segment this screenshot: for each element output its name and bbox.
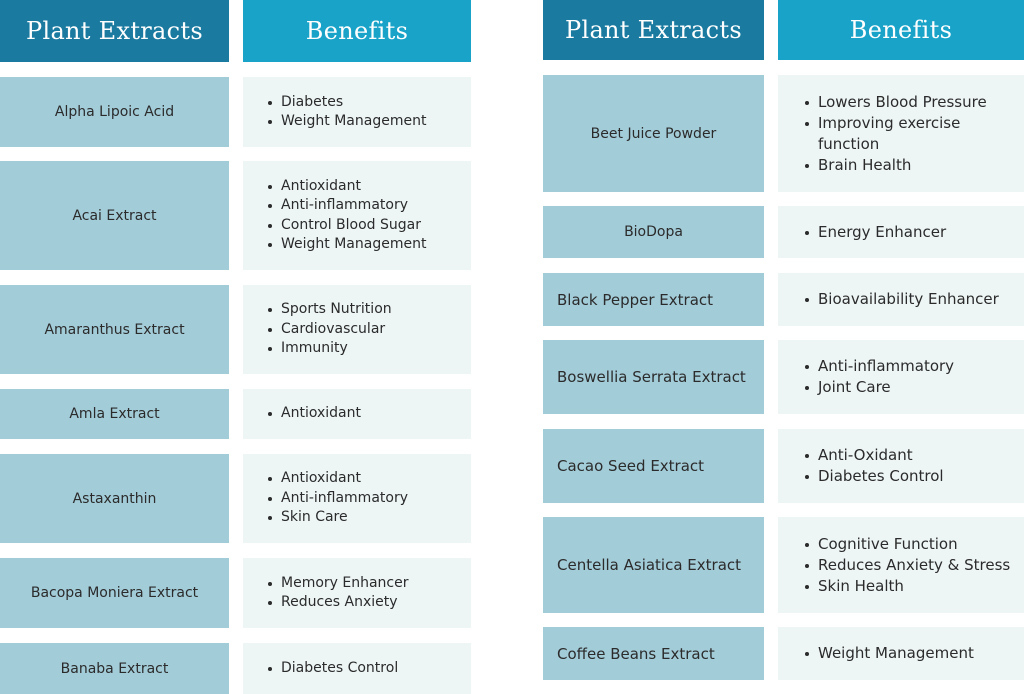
- right-benefits-cell: Anti-inflammatory Joint Care: [778, 340, 1024, 414]
- benefit-item: Anti-inflammatory: [804, 357, 955, 375]
- left-extract-name: Astaxanthin: [0, 454, 229, 543]
- right-benefits-cell: Lowers Blood Pressure Improving exercise…: [778, 75, 1024, 192]
- benefits-list: Diabetes Weight Management: [243, 93, 426, 132]
- left-benefits-cell: Antioxidant Anti-inflammatory Control Bl…: [243, 161, 471, 270]
- benefits-list: Lowers Blood Pressure Improving exercise…: [778, 92, 1008, 176]
- left-header-benefits: Benefits: [243, 0, 471, 62]
- benefit-item: Weight Management: [805, 644, 974, 662]
- right-benefits-cell: Energy Enhancer: [778, 206, 1024, 258]
- benefit-item: Skin Health: [804, 576, 1010, 597]
- left-extract-name: Bacopa Moniera Extract: [0, 558, 229, 628]
- benefit-item: Reduces Anxiety & Stress: [804, 555, 1011, 574]
- benefits-list: Sports Nutrition Cardiovascular Immunity: [243, 300, 392, 359]
- right-header-plant-extracts: Plant Extracts: [543, 0, 764, 60]
- left-header-plant-extracts: Plant Extracts: [0, 0, 229, 62]
- extract-label: Boswellia Serrata Extract: [557, 368, 746, 386]
- right-benefits-cell: Anti-Oxidant Diabetes Control: [778, 429, 1024, 503]
- left-extract-name: Amaranthus Extract: [0, 285, 229, 374]
- left-benefits-cell: Sports Nutrition Cardiovascular Immunity: [243, 285, 471, 374]
- benefit-item: Skin Care: [268, 508, 408, 528]
- benefit-item: Antioxidant: [267, 177, 426, 197]
- benefit-item: Reduces Anxiety: [268, 593, 409, 613]
- benefits-list: Energy Enhancer: [778, 222, 946, 243]
- benefits-list: Memory Enhancer Reduces Anxiety: [243, 574, 409, 613]
- left-extract-name: Acai Extract: [0, 161, 229, 270]
- benefit-item: Weight Management: [267, 112, 426, 132]
- left-extract-name: Alpha Lipoic Acid: [0, 77, 229, 147]
- benefits-list: Cognitive Function Reduces Anxiety & Str…: [778, 534, 1010, 597]
- left-benefits-cell: Diabetes Weight Management: [243, 77, 471, 147]
- benefit-item: Anti-Oxidant: [805, 445, 944, 466]
- right-benefits-cell: Weight Management: [778, 627, 1024, 680]
- right-extract-name: Centella Asiatica Extract: [543, 517, 764, 613]
- extract-label: Bacopa Moniera Extract: [30, 585, 199, 601]
- benefit-item: Brain Health: [805, 155, 1008, 176]
- right-header-benefits: Benefits: [778, 0, 1024, 60]
- right-benefits-cell: Cognitive Function Reduces Anxiety & Str…: [778, 517, 1024, 613]
- benefit-item: Diabetes Control: [267, 659, 398, 679]
- left-benefits-cell: Antioxidant: [243, 389, 471, 439]
- extract-label: Coffee Beans Extract: [557, 644, 715, 663]
- benefit-item: Cognitive Function: [804, 534, 1010, 555]
- benefit-item: Cardiovascular: [268, 320, 392, 340]
- left-extract-name: Banaba Extract: [0, 643, 229, 694]
- benefits-list: Anti-Oxidant Diabetes Control: [778, 445, 944, 487]
- extract-label: Cacao Seed Extract: [557, 457, 705, 475]
- left-benefits-cell: Memory Enhancer Reduces Anxiety: [243, 558, 471, 628]
- extract-label: Amla Extract: [69, 406, 160, 422]
- benefit-item: Bioavailability Enhancer: [805, 290, 999, 308]
- benefit-item: Diabetes Control: [805, 467, 944, 485]
- extract-label: Black Pepper Extract: [557, 290, 714, 309]
- benefit-item: Diabetes: [267, 93, 426, 113]
- right-extract-name: Cacao Seed Extract: [543, 429, 764, 503]
- benefits-list: Antioxidant Anti-inflammatory Control Bl…: [243, 177, 426, 255]
- benefit-item: Energy Enhancer: [804, 222, 947, 241]
- benefit-item: Antioxidant: [268, 404, 361, 424]
- benefit-item: Joint Care: [804, 377, 954, 398]
- right-benefits-cell: Bioavailability Enhancer: [778, 273, 1024, 326]
- extract-label: BioDopa: [624, 224, 683, 240]
- left-extract-name: Amla Extract: [0, 389, 229, 439]
- extract-label: Astaxanthin: [72, 490, 157, 507]
- right-extract-name: Beet Juice Powder: [543, 75, 764, 192]
- benefit-item: Immunity: [268, 339, 392, 359]
- benefits-list: Anti-inflammatory Joint Care: [778, 356, 954, 398]
- benefits-list: Antioxidant: [243, 404, 361, 424]
- extract-label: Amaranthus Extract: [44, 321, 185, 338]
- benefit-item: Lowers Blood Pressure: [805, 92, 1008, 113]
- right-extract-name: Coffee Beans Extract: [543, 627, 764, 680]
- benefit-item: Memory Enhancer: [268, 574, 409, 594]
- extract-label: Acai Extract: [72, 207, 157, 224]
- benefits-list: Weight Management: [778, 643, 974, 664]
- benefit-item: Anti-inflammatory: [267, 196, 426, 216]
- right-extract-name: Boswellia Serrata Extract: [543, 340, 764, 414]
- benefit-item: Improving exercise function: [805, 113, 1008, 155]
- benefit-item: Anti-inflammatory: [268, 489, 408, 509]
- extract-label: Centella Asiatica Extract: [557, 556, 742, 574]
- right-extract-name: Black Pepper Extract: [543, 273, 764, 326]
- extract-label: Banaba Extract: [60, 660, 169, 677]
- benefit-item: Sports Nutrition: [268, 300, 392, 320]
- benefits-list: Bioavailability Enhancer: [778, 289, 999, 310]
- right-extract-name: BioDopa: [543, 206, 764, 258]
- benefits-list: Antioxidant Anti-inflammatory Skin Care: [243, 469, 408, 528]
- benefits-list: Diabetes Control: [243, 659, 398, 679]
- benefit-item: Control Blood Sugar: [267, 216, 426, 236]
- extract-label: Beet Juice Powder: [590, 125, 717, 142]
- extract-label: Alpha Lipoic Acid: [54, 104, 175, 120]
- benefit-item: Antioxidant: [268, 469, 408, 489]
- left-benefits-cell: Diabetes Control: [243, 643, 471, 694]
- benefit-item: Weight Management: [267, 235, 426, 255]
- left-benefits-cell: Antioxidant Anti-inflammatory Skin Care: [243, 454, 471, 543]
